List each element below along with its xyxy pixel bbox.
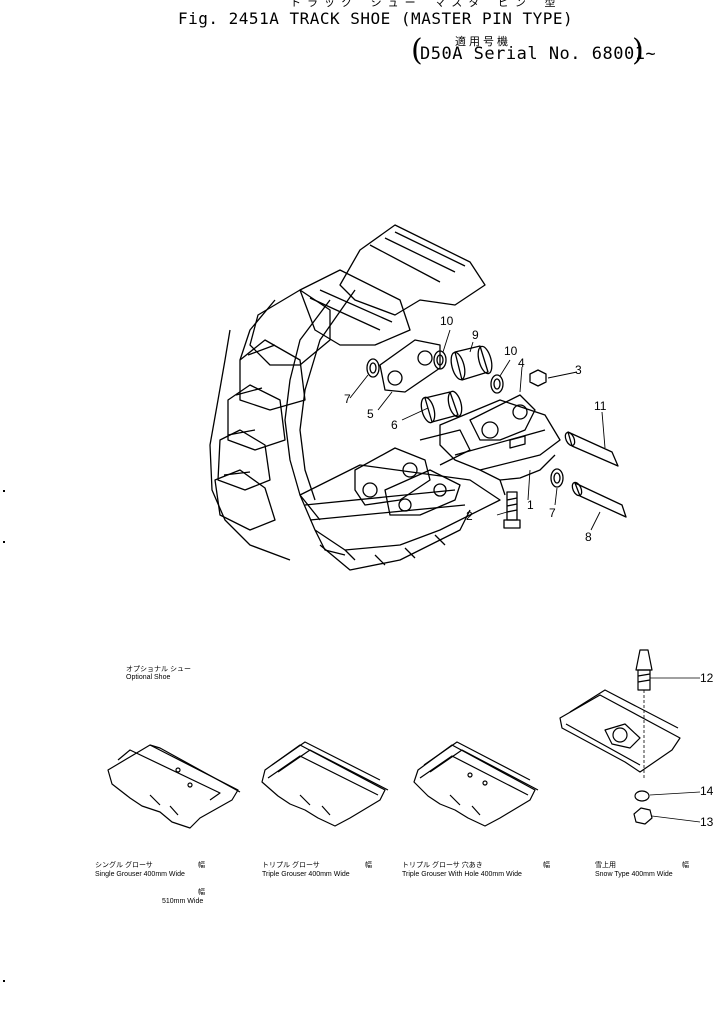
caption-snow-mark: 幅 xyxy=(682,862,689,869)
caption-triple-mark: 幅 xyxy=(365,862,372,869)
caption-single-jp: シングル グローサ xyxy=(95,862,153,869)
caption-triple-hole-jp: トリプル グローサ 穴あき xyxy=(402,862,483,869)
callout-14: 14 xyxy=(700,784,714,798)
callout-12: 12 xyxy=(700,671,714,685)
margin-dot xyxy=(3,980,5,982)
bolt-12 xyxy=(635,649,700,780)
bushing-6 xyxy=(420,390,463,424)
nut-3 xyxy=(529,369,547,387)
serial-range: D50A Serial No. 68001~ xyxy=(420,44,657,64)
margin-dot xyxy=(3,541,5,543)
bottom-shoes xyxy=(299,464,501,571)
callout-5: 5 xyxy=(367,407,374,421)
track-chain xyxy=(209,224,486,561)
caption-single-extra-mark: 幅 xyxy=(198,889,205,896)
pin-11 xyxy=(564,431,619,467)
caption-triple-hole-mark: 幅 xyxy=(543,862,550,869)
callout-11: 11 xyxy=(594,399,607,413)
triple-grouser-shoe xyxy=(261,741,389,827)
callout-8: 8 xyxy=(585,530,592,544)
optional-shoe-label: Optional Shoe xyxy=(126,674,171,681)
callout-6: 6 xyxy=(391,418,398,432)
caption-single-en: Single Grouser 400mm Wide xyxy=(95,871,185,878)
serial-label-jp: 適用号機 xyxy=(455,35,511,48)
callout-7-upper: 7 xyxy=(344,392,351,406)
link-5 xyxy=(379,339,441,393)
callout-4: 4 xyxy=(518,356,525,370)
callout-10-right: 10 xyxy=(504,344,518,358)
single-grouser-shoe xyxy=(107,744,241,829)
title-kana: トラック シュー マスタ ピン 型 xyxy=(290,0,562,9)
caption-triple-jp: トリプル グローサ xyxy=(262,862,320,869)
callout-9: 9 xyxy=(472,328,479,342)
optional-shoe-label-jp: オプショナル シュー xyxy=(126,666,191,673)
callout-10-left: 10 xyxy=(440,314,454,328)
pin-8 xyxy=(571,481,627,518)
caption-snow-jp: 雪上用 xyxy=(595,862,616,869)
caption-triple-en: Triple Grouser 400mm Wide xyxy=(262,871,350,878)
triple-grouser-hole-shoe xyxy=(413,741,539,827)
snow-type-shoe xyxy=(559,689,681,773)
margin-dot xyxy=(3,490,5,492)
callout-7-lower: 7 xyxy=(549,506,556,520)
paren-open: ( xyxy=(411,33,423,68)
callout-13: 13 xyxy=(700,815,714,829)
caption-triple-hole-en: Triple Grouser With Hole 400mm Wide xyxy=(402,871,522,878)
callout-1: 1 xyxy=(527,498,534,512)
washer-14 xyxy=(634,790,650,802)
leader-lines xyxy=(349,329,606,531)
paren-close: ) xyxy=(632,33,644,68)
nut-13 xyxy=(633,807,653,825)
figure-title: Fig. 2451A TRACK SHOE (MASTER PIN TYPE) xyxy=(178,9,574,28)
seals xyxy=(366,350,564,488)
bolt-2 xyxy=(503,491,521,529)
caption-single-mark: 幅 xyxy=(198,862,205,869)
master-link-shoe xyxy=(439,394,561,496)
caption-snow-en: Snow Type 400mm Wide xyxy=(595,871,673,878)
callout-3: 3 xyxy=(575,363,582,377)
callout-2: 2 xyxy=(466,509,473,523)
caption-single-extra: 510mm Wide xyxy=(162,898,204,905)
